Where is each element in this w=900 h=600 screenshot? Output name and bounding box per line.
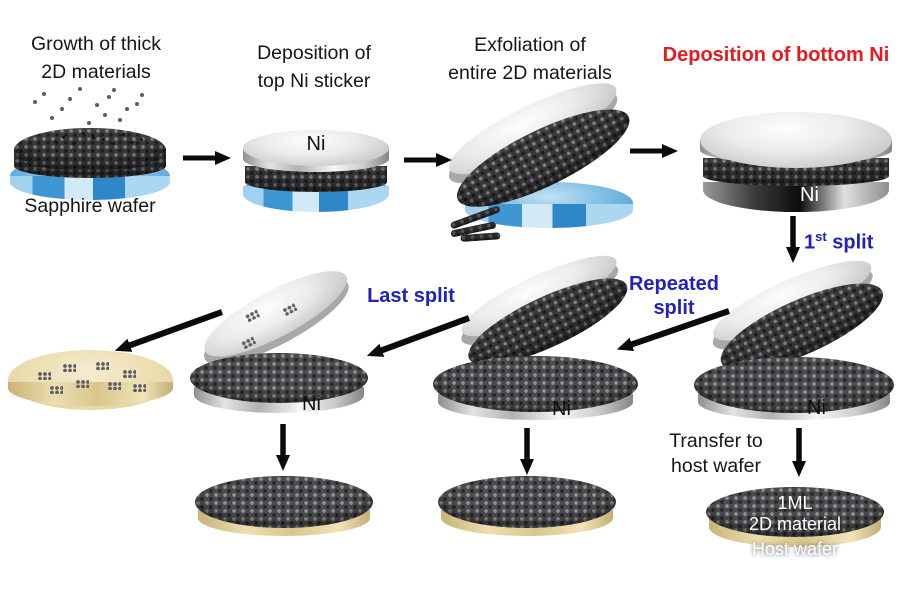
left-split-stack: Ni — [190, 255, 370, 425]
last-split-label: Last split — [367, 285, 455, 307]
final-wafer-2d — [706, 487, 884, 537]
top-ni-title-line1: Deposition of — [257, 42, 371, 64]
exfoliation-title-line1: Exfoliation of — [474, 34, 586, 56]
atom-dot — [60, 107, 64, 111]
deposit-speck — [112, 142, 115, 145]
ni-sticker-label: Ni — [306, 133, 326, 155]
exfoliated-stack — [439, 67, 645, 242]
deposit-clusters — [14, 128, 166, 172]
leftover-flake — [63, 364, 76, 372]
leftover-flake — [50, 386, 63, 394]
deposit-speck — [62, 136, 65, 139]
transfer-line2: host wafer — [671, 455, 761, 477]
right-base-2d-top — [694, 357, 894, 413]
deposit-speck — [54, 140, 57, 143]
exfoliation-title-line2: entire 2D materials — [448, 62, 612, 84]
right-base-ni-label: Ni — [807, 397, 826, 419]
middle-base-ni-label: Ni — [552, 398, 571, 420]
left-base-2d-top — [190, 353, 368, 403]
middle-split-stack: Ni — [430, 241, 645, 428]
leftover-flake — [96, 362, 109, 370]
first-split-num: 1 — [804, 231, 816, 254]
final-1ml-label: 1ML — [777, 493, 813, 513]
right-split-stack: Ni — [692, 246, 898, 427]
atom-dot — [87, 121, 91, 125]
bottom-ni-stack: Ni — [700, 112, 892, 217]
growth-title-line1: Growth of thick — [30, 33, 162, 55]
middle-base-2d-top — [433, 356, 638, 412]
host-wafer-a-2d — [195, 476, 373, 528]
host-wafer-a — [195, 476, 375, 558]
deposit-speck — [72, 142, 75, 145]
top-ni2-top — [700, 112, 892, 168]
atom-dot — [50, 116, 54, 120]
bottom-ni-side — [703, 182, 889, 212]
deposit-speck — [102, 138, 105, 141]
host-wafer-b — [438, 476, 618, 558]
leftover-flake — [38, 372, 51, 380]
host-wafer-b-2d — [438, 476, 616, 528]
final-host-wafer: 1ML 2D material Host wafer — [706, 487, 886, 569]
deposit-speck — [130, 141, 133, 144]
growth-title: Growth of thick 2D materials — [12, 30, 180, 86]
atom-dot — [103, 113, 107, 117]
leftover-flake — [76, 380, 89, 388]
top-ni-title-line2: top Ni sticker — [257, 70, 371, 92]
exfoliated-strand-3 — [460, 232, 501, 242]
exfoliation-title: Exfoliation of entire 2D materials — [430, 31, 630, 87]
leftover-flake — [108, 382, 121, 390]
atom-dot — [42, 92, 46, 96]
2d-band — [245, 166, 387, 192]
first-split-label: 1st split — [804, 225, 900, 255]
deposit-speck — [122, 133, 125, 136]
first-split-sup: st — [815, 229, 827, 244]
atom-dot — [107, 95, 111, 99]
top-ni-stack: Ni — [243, 130, 389, 220]
first-split-word: split — [826, 231, 874, 254]
final-material-label: 2D material — [748, 514, 842, 534]
deposit-speck — [82, 132, 85, 135]
growth-title-line2: 2D materials — [41, 61, 151, 83]
top-ni-title: Deposition of top Ni sticker — [233, 39, 395, 95]
ni-sticker-top — [243, 130, 389, 166]
atom-dot — [118, 118, 122, 122]
2d-material-top — [14, 128, 166, 172]
growth-stack — [10, 128, 170, 218]
spent-host-wafer — [8, 350, 173, 432]
leftover-flake — [123, 370, 136, 378]
repeated-split-line1: Repeated — [628, 273, 720, 295]
atom-dot — [125, 107, 129, 111]
atom-dot — [112, 88, 116, 92]
leftover-flake — [133, 384, 146, 392]
atom-dot — [135, 102, 139, 106]
deposit-speck — [92, 136, 95, 139]
bottom-ni-label: Ni — [800, 184, 819, 206]
deposit-speck — [140, 138, 143, 141]
transfer-line1: Transfer to — [669, 430, 763, 452]
atom-dot — [78, 87, 82, 91]
bottom-ni-title: Deposition of bottom Ni — [662, 44, 890, 66]
atom-dot — [68, 97, 72, 101]
sapphire-wafer-label: Sapphire wafer — [24, 195, 156, 217]
transfer-label: Transfer to host wafer — [656, 429, 776, 479]
left-base-ni-label: Ni — [302, 393, 321, 415]
atom-dot — [95, 103, 99, 107]
spent-wafer-flakes — [8, 350, 173, 410]
atom-dot — [140, 93, 144, 97]
final-host-label: Host wafer — [751, 539, 839, 559]
atom-dot — [33, 100, 37, 104]
